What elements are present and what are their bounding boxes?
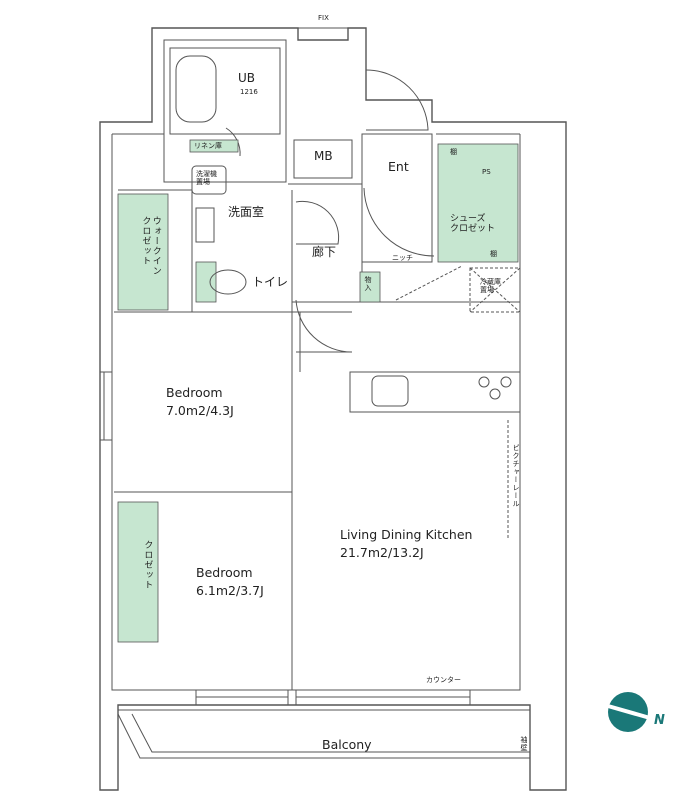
linen-storage: [189, 139, 239, 153]
fridge-label: 冷蔵庫 置場: [480, 278, 501, 295]
ps-label: PS: [482, 168, 491, 176]
hallway-label: 廊下: [312, 245, 337, 259]
walkin-closet-label: ウォークイン クロゼット: [140, 216, 161, 276]
washer-label: 洗濯機 置場: [196, 170, 217, 187]
toilet-area: [195, 261, 217, 303]
counter-label: カウンター: [426, 676, 461, 684]
compass-icon: [607, 692, 651, 732]
north-label: N: [654, 713, 665, 728]
niche-label: ニッチ: [392, 254, 413, 262]
ent-label: Ent: [388, 159, 409, 174]
shoes-closet: [437, 143, 519, 263]
fix-label: FIX: [318, 14, 329, 22]
ldk-name: Living Dining Kitchen: [340, 527, 473, 542]
mb-label: MB: [314, 149, 333, 163]
shelf2-label: 棚: [490, 250, 497, 258]
storage-box: [359, 271, 381, 303]
picture-rail-label: ピクチャーレール: [512, 444, 521, 508]
storage-label: 物入: [364, 276, 373, 292]
ldk-size: 21.7m2/13.2J: [340, 545, 424, 560]
wing-wall-label: 袖壁: [520, 736, 529, 752]
bedroom2-closet: [117, 501, 159, 643]
ub-size: 1216: [240, 88, 258, 96]
bedroom2-size: 6.1m2/3.7J: [196, 583, 264, 598]
washroom-label: 洗面室: [228, 205, 265, 219]
walkin-closet: [117, 193, 169, 311]
bedroom1-name: Bedroom: [166, 385, 223, 400]
ub-label: UB: [238, 71, 256, 85]
linen-label: リネン庫: [194, 142, 222, 150]
bedroom1-size: 7.0m2/4.3J: [166, 403, 234, 418]
toilet-label: トイレ: [252, 275, 289, 289]
bedroom2-name: Bedroom: [196, 565, 253, 580]
closet-label: クロゼット: [142, 540, 153, 590]
balcony-label: Balcony: [322, 737, 372, 752]
shoes-closet-label: シューズ クロゼット: [450, 214, 496, 235]
shelf1-label: 棚: [450, 148, 457, 156]
